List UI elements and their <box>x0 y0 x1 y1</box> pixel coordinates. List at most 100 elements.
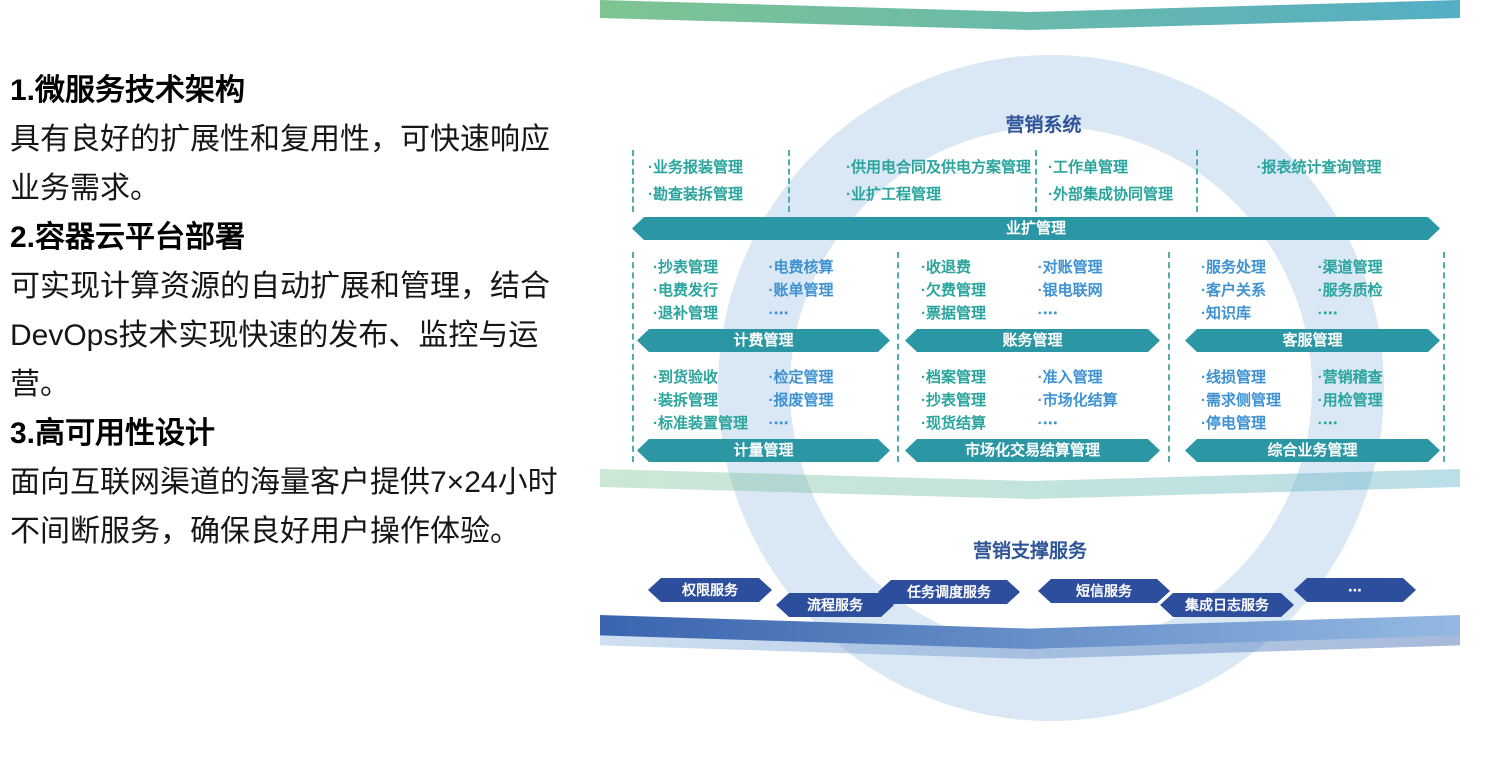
module-item: ·业务报装管理 <box>648 159 743 176</box>
group-row: ·到货验收 ·检定管理 <box>637 365 890 388</box>
dashed-separator <box>1168 252 1170 462</box>
banner-customer-service-management: 客服管理 <box>1185 329 1440 352</box>
module-item: ·⋯ <box>1037 414 1058 432</box>
support-badge-more: ⋯ <box>1294 578 1416 602</box>
top-column-1: ·业务报装管理 ·勘查装拆管理 <box>632 150 788 212</box>
module-item: ·⋯ <box>768 414 789 432</box>
module-group-customer-service: ·服务处理 ·渠道管理 ·客户关系 ·服务质检 ·知识库 ·⋯ 客服管理 <box>1185 255 1440 352</box>
group-row: ·装拆管理 ·报废管理 <box>637 388 890 411</box>
module-item: ·知识库 <box>1201 305 1251 322</box>
group-row: ·抄表管理 ·电费核算 <box>637 255 890 278</box>
group-row: ·档案管理 ·准入管理 <box>905 365 1160 388</box>
module-item: ·收退费 <box>921 259 971 276</box>
top-column-4: ·报表统计查询管理 <box>1196 150 1440 212</box>
group-row: ·现货结算 ·⋯ <box>905 411 1160 434</box>
module-item: ·抄表管理 <box>653 259 718 276</box>
module-item: ·停电管理 <box>1201 415 1266 432</box>
group-row: ·退补管理 ·⋯ <box>637 301 890 324</box>
left-text-panel: 1.微服务技术架构 具有良好的扩展性和复用性，可快速响应业务需求。 2.容器云平… <box>10 66 576 556</box>
group-row: ·停电管理 ·⋯ <box>1185 411 1440 434</box>
module-item: ·银电联网 <box>1037 282 1103 299</box>
banner-accounting-management: 账务管理 <box>905 329 1160 352</box>
group-row: ·需求侧管理 ·用检管理 <box>1185 388 1440 411</box>
group-row: ·知识库 ·⋯ <box>1185 301 1440 324</box>
dashed-separator <box>1443 252 1445 462</box>
section-1-heading: 1.微服务技术架构 <box>10 74 246 107</box>
module-group-billing: ·抄表管理 ·电费核算 ·电费发行 ·账单管理 ·退补管理 ·⋯ 计费管理 <box>637 255 890 352</box>
diagram-title: 营销系统 <box>1005 115 1082 136</box>
module-item: ·市场化结算 <box>1037 392 1118 409</box>
group-row: ·抄表管理 ·市场化结算 <box>905 388 1160 411</box>
module-item: ·票据管理 <box>921 305 986 322</box>
green-ribbon-divider <box>600 0 1460 30</box>
module-item: ·勘查装拆管理 <box>648 186 743 203</box>
banner-integrated-business-management: 综合业务管理 <box>1185 439 1440 462</box>
module-item: ·线损管理 <box>1201 369 1266 386</box>
module-group-market-settlement: ·档案管理 ·准入管理 ·抄表管理 ·市场化结算 ·现货结算 ·⋯ 市场化交易结… <box>905 365 1160 462</box>
module-item: ·⋯ <box>768 304 789 322</box>
module-item: ·电费发行 <box>653 282 718 299</box>
banner-business-expansion: 业扩管理 <box>632 217 1440 240</box>
module-group-integrated-business: ·线损管理 ·营销稽查 ·需求侧管理 ·用检管理 ·停电管理 ·⋯ 综合业务管理 <box>1185 365 1440 462</box>
module-item: ·外部集成协同管理 <box>1048 186 1173 203</box>
module-item: ·业扩工程管理 <box>846 186 941 203</box>
top-column-2: ·供用电合同及供电方案管理 ·业扩工程管理 <box>788 150 1035 212</box>
section-2-body: 可实现计算资源的自动扩展和管理，结合DevOps技术实现快速的发布、监控与运营。 <box>10 270 550 401</box>
module-item: ·对账管理 <box>1037 259 1103 276</box>
module-item: ·服务处理 <box>1201 259 1266 276</box>
group-row: ·电费发行 ·账单管理 <box>637 278 890 301</box>
module-item: ·账单管理 <box>768 282 834 299</box>
module-group-metering: ·到货验收 ·检定管理 ·装拆管理 ·报废管理 ·标准装置管理 ·⋯ 计量管理 <box>637 365 890 462</box>
module-item: ·欠费管理 <box>921 282 986 299</box>
group-row: ·线损管理 ·营销稽查 <box>1185 365 1440 388</box>
group-row: ·欠费管理 ·银电联网 <box>905 278 1160 301</box>
section-3-body: 面向互联网渠道的海量客户提供7×24小时不间断服务，确保良好用户操作体验。 <box>10 466 558 548</box>
section-3-heading: 3.高可用性设计 <box>10 417 216 450</box>
module-item: ·检定管理 <box>768 369 834 386</box>
module-item: ·档案管理 <box>921 369 986 386</box>
dashed-separator <box>632 252 634 462</box>
banner-billing-management: 计费管理 <box>637 329 890 352</box>
support-services-title: 营销支撑服务 <box>972 541 1087 562</box>
group-row: ·客户关系 ·服务质检 <box>1185 278 1440 301</box>
diagram-content-layer: 营销系统 ·业务报装管理 ·勘查装拆管理 ·供用电合同及供电方案管理 ·业扩工程… <box>600 0 1487 767</box>
module-item: ·到货验收 <box>653 369 718 386</box>
section-1-body: 具有良好的扩展性和复用性，可快速响应业务需求。 <box>10 123 550 205</box>
module-item: ·营销稽查 <box>1317 369 1383 386</box>
group-row: ·票据管理 ·⋯ <box>905 301 1160 324</box>
banner-metering-management: 计量管理 <box>637 439 890 462</box>
support-badge-permission: 权限服务 <box>648 578 772 602</box>
group-row: ·收退费 ·对账管理 <box>905 255 1160 278</box>
banner-market-settlement-management: 市场化交易结算管理 <box>905 439 1160 462</box>
module-group-accounting: ·收退费 ·对账管理 ·欠费管理 ·银电联网 ·票据管理 ·⋯ 账务管理 <box>905 255 1160 352</box>
module-item: ·用检管理 <box>1317 392 1383 409</box>
module-item: ·准入管理 <box>1037 369 1103 386</box>
module-item: ·现货结算 <box>921 415 986 432</box>
module-item: ·工作单管理 <box>1048 159 1128 176</box>
module-item: ·⋯ <box>1037 304 1058 322</box>
green-ribbon-underlay <box>600 469 1460 499</box>
group-row: ·服务处理 ·渠道管理 <box>1185 255 1440 278</box>
support-badge-integrated-log: 集成日志服务 <box>1160 593 1294 617</box>
group-row: ·标准装置管理 ·⋯ <box>637 411 890 434</box>
support-badge-workflow: 流程服务 <box>776 593 894 617</box>
top-column-3: ·工作单管理 ·外部集成协同管理 <box>1035 150 1196 212</box>
module-item: ·需求侧管理 <box>1201 392 1281 409</box>
module-item: ·标准装置管理 <box>653 415 748 432</box>
module-item: ·报表统计查询管理 <box>1256 159 1382 176</box>
module-item: ·渠道管理 <box>1317 259 1383 276</box>
support-badge-sms: 短信服务 <box>1038 579 1170 603</box>
module-item: ·退补管理 <box>653 305 718 322</box>
top-module-row: ·业务报装管理 ·勘查装拆管理 ·供用电合同及供电方案管理 ·业扩工程管理 ·工… <box>632 150 1440 212</box>
support-badge-task-scheduling: 任务调度服务 <box>878 580 1020 604</box>
module-item: ·⋯ <box>1317 304 1338 322</box>
module-item: ·客户关系 <box>1201 282 1266 299</box>
architecture-diagram: 营销系统 ·业务报装管理 ·勘查装拆管理 ·供用电合同及供电方案管理 ·业扩工程… <box>600 0 1487 767</box>
section-2-heading: 2.容器云平台部署 <box>10 221 246 254</box>
module-item: ·抄表管理 <box>921 392 986 409</box>
module-item: ·装拆管理 <box>653 392 718 409</box>
module-item: ·⋯ <box>1317 414 1338 432</box>
module-item: ·供用电合同及供电方案管理 <box>846 159 1031 176</box>
module-item: ·服务质检 <box>1317 282 1383 299</box>
